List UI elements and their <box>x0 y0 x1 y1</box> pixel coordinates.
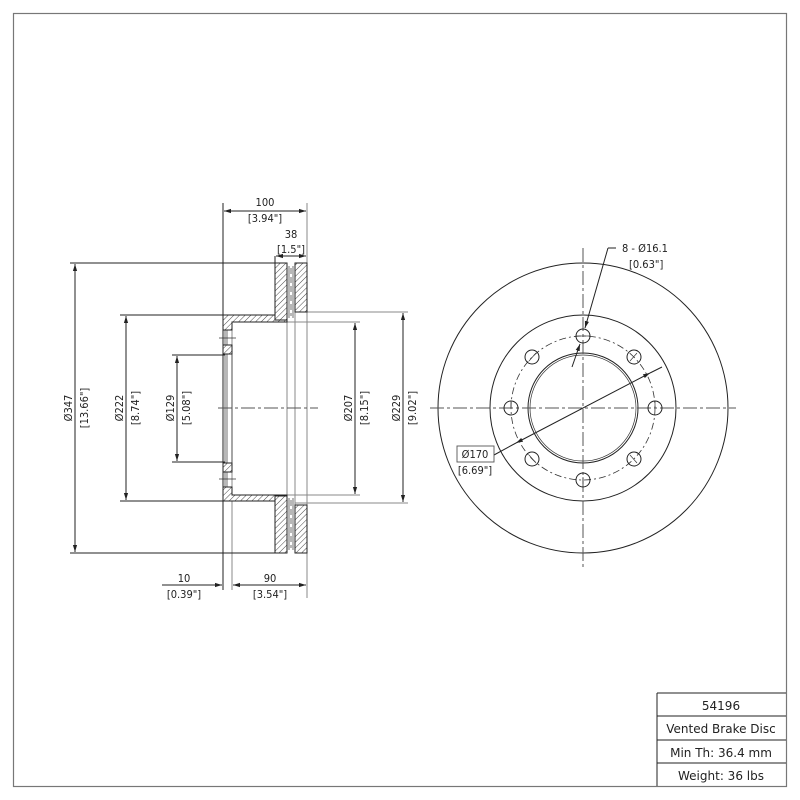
dim-hat-depth: 90 <box>264 572 277 585</box>
front-view <box>430 247 736 568</box>
min-thickness: Min Th: 36.4 mm <box>670 746 772 760</box>
dim-hat-inner-diameter-in: [8.15"] <box>358 391 371 425</box>
bolt-holes <box>503 328 663 488</box>
dim-outer-diameter-in: [13.66"] <box>78 388 91 429</box>
part-number: 54196 <box>702 699 740 713</box>
side-section-view <box>70 203 408 598</box>
bolt-holes-label-in: [0.63"] <box>629 258 663 271</box>
dim-hat-inner-diameter: Ø207 <box>342 395 355 422</box>
weight: Weight: 36 lbs <box>678 769 764 783</box>
dim-rotor-thickness-in: [1.5"] <box>277 243 305 256</box>
dim-rotor-thickness: 38 <box>285 228 298 241</box>
dim-hat-thickness: 10 <box>178 572 191 585</box>
dim-outer-diameter: Ø347 <box>62 395 75 422</box>
drawing-border <box>12 12 788 788</box>
bolt-circle-label-in: [6.69"] <box>458 464 492 477</box>
part-description: Vented Brake Disc <box>666 722 775 736</box>
dim-friction-inner-diameter: Ø229 <box>390 395 403 422</box>
dim-overall-height: 100 <box>256 196 275 209</box>
bolt-holes-label: 8 - Ø16.1 <box>622 242 668 255</box>
dim-center-bore-in: [5.08"] <box>180 391 193 425</box>
dim-friction-inner-diameter-in: [9.02"] <box>406 391 419 425</box>
dim-center-bore: Ø129 <box>164 395 177 422</box>
dim-hat-thickness-in: [0.39"] <box>167 588 201 601</box>
dim-hat-outer-diameter: Ø222 <box>113 395 126 422</box>
bolt-circle-label: Ø170 <box>462 448 489 461</box>
title-block <box>656 692 786 786</box>
bolt-circle-label-box <box>456 445 495 463</box>
dim-hat-depth-in: [3.54"] <box>253 588 287 601</box>
dim-overall-height-in: [3.94"] <box>248 212 282 225</box>
dim-hat-outer-diameter-in: [8.74"] <box>129 391 142 425</box>
